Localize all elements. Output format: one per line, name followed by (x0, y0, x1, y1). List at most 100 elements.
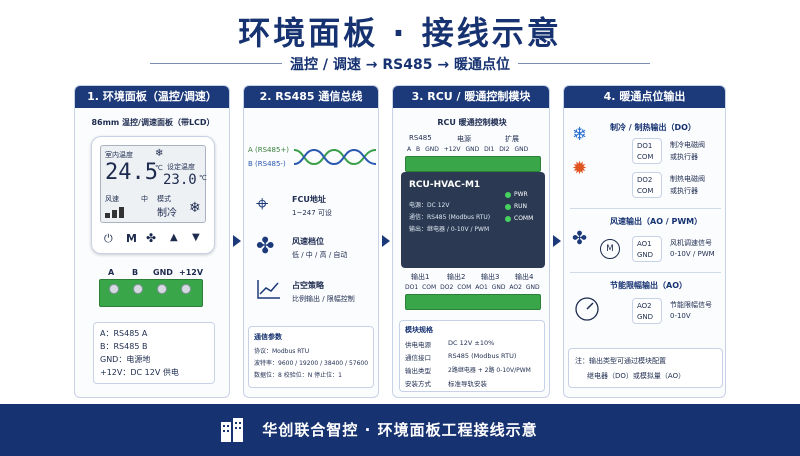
led-label: RUN (514, 203, 528, 210)
flow-arrow (233, 235, 241, 247)
fan-desc: 风机调速信号 (670, 239, 712, 247)
spec-value: DC 12V ±10% (448, 339, 495, 347)
room-temp-label: 室内温度 (105, 151, 133, 159)
params-title: 通信参数 (254, 333, 282, 341)
bus-a-label: A (RS485+) (248, 146, 290, 154)
spec-table: 模块规格 供电电源 DC 12V ±10% 通信接口 RS485 (Modbus… (399, 320, 545, 392)
snowflake-icon: ❄ (572, 124, 588, 145)
legend-row: +12V：DC 12V 供电 (100, 368, 179, 377)
mode-value: 制冷 (157, 208, 177, 219)
term-label: AO2 (637, 302, 652, 310)
fan-level: 中 (141, 195, 148, 203)
fan-button[interactable]: ✤ (146, 231, 157, 245)
note-line: 继电器（DO）或模拟量（AO） (587, 372, 686, 380)
panel-hvac-outputs: 4. 暖通点位输出 ❄ ✹ 制冷 / 制热输出（DO） DO1 COM 制冷电磁… (563, 85, 726, 398)
sun-icon: ✹ (572, 158, 588, 179)
do-desc: 或执行器 (670, 153, 698, 161)
ao1-terminal: AO1 GND (632, 236, 662, 262)
panel-title: 2. RS485 通信总线 (244, 86, 378, 108)
module-spec-line: 通信：RS485 (Modbus RTU) (409, 214, 491, 221)
term-label-gnd: GND (153, 268, 173, 277)
mode-label: 模式 (157, 195, 171, 203)
fan-icon: ✤ (572, 228, 588, 249)
room-temp-unit: ℃ (155, 164, 163, 172)
bottom-term-labels: DO1 COM DO2 COM AO1 GND AO2 GND (405, 284, 540, 291)
led-comm (505, 216, 511, 222)
terminal-legend: A：RS485 A B：RS485 B GND：电源地 +12V：DC 12V … (93, 322, 215, 384)
snowflake-icon: ❄ (155, 148, 164, 159)
term-label: COM (637, 153, 654, 161)
fan-label: 风速 (105, 195, 119, 203)
up-button[interactable]: ▲ (170, 232, 178, 243)
limit-desc: 0-10V (670, 312, 691, 320)
module-top-terminals (405, 156, 541, 172)
do-desc: 制热电磁阀 (670, 175, 705, 183)
feature-title: 占空策略 (292, 281, 324, 290)
screw (181, 284, 191, 294)
spec-value: 标准导轨安装 (448, 380, 487, 388)
module-spec-line: 输出：继电器 / 0-10V / PWM (409, 226, 490, 233)
term-label: GND (637, 251, 654, 259)
group-label: RS485 (409, 134, 432, 142)
flow-arrow (553, 235, 561, 247)
term-label: DO2 (637, 176, 653, 184)
output-group-label: 输出3 (481, 273, 500, 281)
set-temp-unit: ℃ (199, 174, 207, 182)
feature-title: FCU地址 (292, 195, 326, 204)
screw (133, 284, 143, 294)
spec-value: RS485 (Modbus RTU) (448, 352, 517, 360)
panel-terminal-block (99, 279, 203, 307)
spec-key: 通信接口 (405, 354, 431, 362)
down-button[interactable]: ▼ (192, 232, 200, 243)
module-body: RCU-HVAC-M1 电源：DC 12V 通信：RS485 (Modbus R… (401, 172, 545, 268)
module-spec-line: 电源：DC 12V (409, 202, 450, 209)
top-term-labels: A B GND +12V GND DI1 DI2 GND (407, 146, 529, 153)
term-label: COM (637, 187, 654, 195)
fan-bars-icon (105, 207, 124, 218)
footer-bar: 华创联合智控 · 环境面板工程接线示意 (0, 404, 800, 456)
param-line: 协议：Modbus RTU (254, 348, 310, 355)
term-label: GND (637, 313, 654, 321)
term-label-a: A (108, 268, 115, 277)
led-label: COMM (514, 215, 534, 222)
led-run (505, 204, 511, 210)
divider (570, 208, 721, 209)
led-pwr (505, 192, 511, 198)
module-bottom-terminals (405, 294, 541, 310)
thermostat-device: 室内温度 24.5 ℃ ❄ 设定温度 23.0 ℃ 风速 中 模式 制冷 ❄ ⏻… (91, 136, 215, 254)
led-label: PWR (514, 191, 528, 198)
panel-rcu-module: 3. RCU / 暖通控制模块 RCU 暖通控制模块 RS485 电源 扩展 A… (392, 85, 550, 398)
term-label: AO1 (637, 240, 652, 248)
footer-text: 华创联合智控 · 环境面板工程接线示意 (262, 421, 538, 439)
comm-params: 通信参数 协议：Modbus RTU 波特率：9600 / 19200 / 38… (248, 326, 374, 388)
screw (109, 284, 119, 294)
fan-desc: 0-10V / PWM (670, 250, 715, 258)
location-pin-icon: ⌖ (256, 192, 269, 217)
panel-title: 1. 环境面板（温控/调速） (75, 86, 229, 108)
feature-desc: 比例输出 / 限幅控制 (292, 295, 355, 303)
feature-desc: 低 / 中 / 高 / 自动 (292, 251, 348, 259)
limit-output-title: 节能限幅输出（AO） (610, 281, 687, 290)
param-line: 波特率：9600 / 19200 / 38400 / 57600 (254, 360, 369, 367)
page-title: 环境面板 · 接线示意 (238, 14, 562, 52)
power-button[interactable]: ⏻ (104, 232, 113, 245)
mode-button[interactable]: M (126, 232, 137, 245)
set-temp-value: 23.0 (163, 172, 197, 188)
legend-row: A：RS485 A (100, 329, 148, 338)
spec-key: 供电电源 (405, 341, 431, 349)
do1-terminal: DO1 COM (632, 138, 662, 164)
device-name: 86mm 温控/调速面板（带LCD） (91, 118, 215, 127)
spec-key: 输出类型 (405, 367, 431, 375)
output-group-label: 输出4 (515, 273, 534, 281)
module-model: RCU-HVAC-M1 (409, 180, 481, 190)
group-label: 电源 (457, 135, 471, 143)
panel-env-panel: 1. 环境面板（温控/调速） 86mm 温控/调速面板（带LCD） 室内温度 2… (74, 85, 230, 398)
panel-rs485-bus: 2. RS485 通信总线 A (RS485+) B (RS485-) ⌖ FC… (243, 85, 379, 398)
limit-desc: 节能限幅信号 (670, 301, 712, 309)
term-label: DO1 (637, 142, 653, 150)
divider (570, 272, 721, 273)
bus-b-label: B (RS485-) (248, 160, 286, 168)
param-line: 数据位：8 校验位：N 停止位：1 (254, 372, 342, 379)
module-title: RCU 暖通控制模块 (437, 118, 507, 127)
spec-value: 2路继电器 + 2路 0-10V/PWM (448, 367, 531, 374)
